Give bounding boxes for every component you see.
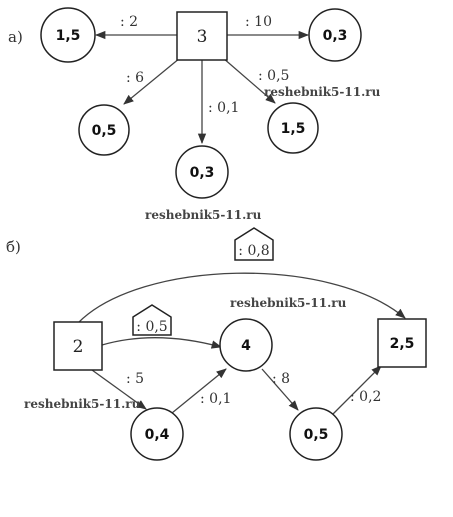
edge-b-top-arc	[77, 272, 406, 324]
node-b-end-box	[377, 318, 427, 368]
op-b-top-arc: : 0,8	[238, 243, 269, 259]
edge-a-lower-right	[222, 57, 276, 104]
node-a-left-circle	[40, 7, 96, 63]
node-b-low-left-circle	[130, 407, 184, 461]
op-a-right: : 10	[245, 14, 272, 30]
edge-b-low-left-to-mid	[171, 368, 227, 414]
node-a-lower-right-value: 1,5	[281, 121, 306, 137]
watermark: reshebnik5-11.ru	[230, 296, 347, 310]
op-b-low-left-to-mid: : 0,1	[200, 391, 231, 407]
node-b-start-value: 2	[73, 337, 84, 357]
node-a-right-value: 0,3	[323, 28, 348, 44]
op-b-to-mid: : 0,5	[136, 319, 167, 335]
part-b-label: б)	[6, 238, 21, 256]
node-a-right-circle	[308, 8, 362, 62]
edge-b-mid-to-low-right	[261, 368, 299, 411]
op-a-lower-left: : 6	[126, 70, 144, 86]
edge-b-low-right-to-end	[332, 365, 382, 415]
watermark: reshebnik5-11.ru	[264, 85, 381, 99]
tag-b-top-arc	[234, 227, 274, 261]
tag-b-to-mid	[132, 304, 172, 336]
node-b-low-left-value: 0,4	[145, 427, 170, 443]
node-b-mid-top-circle	[219, 318, 273, 372]
node-a-lower-left-circle	[78, 104, 130, 156]
op-b-low-right-to-end: : 0,2	[350, 389, 381, 405]
node-b-mid-top-value: 4	[241, 338, 251, 354]
node-a-left-value: 1,5	[56, 28, 81, 44]
op-a-bottom: : 0,1	[208, 100, 239, 116]
part-a-label: а)	[8, 28, 23, 46]
node-b-end-value: 2,5	[390, 336, 415, 352]
edge-a-lower-left	[123, 57, 181, 105]
node-a-bottom-value: 0,3	[190, 165, 215, 181]
node-a-center-value: 3	[197, 27, 208, 47]
node-a-center-box	[176, 11, 228, 61]
edge-b-to-low-left	[91, 369, 147, 410]
node-a-lower-right-circle	[267, 102, 319, 154]
node-b-start-box	[53, 321, 103, 371]
op-a-left: : 2	[120, 14, 138, 30]
op-b-mid-to-low-right: : 8	[272, 371, 290, 387]
node-b-low-right-value: 0,5	[304, 427, 329, 443]
op-b-to-low-left: : 5	[126, 371, 144, 387]
watermark: reshebnik5-11.ru	[145, 208, 262, 222]
edge-b-to-mid	[101, 337, 223, 349]
node-a-bottom-circle	[175, 145, 229, 199]
node-b-low-right-circle	[289, 407, 343, 461]
op-a-lower-right: : 0,5	[258, 68, 289, 84]
node-a-lower-left-value: 0,5	[92, 123, 117, 139]
watermark: reshebnik5-11.ru	[24, 397, 141, 411]
